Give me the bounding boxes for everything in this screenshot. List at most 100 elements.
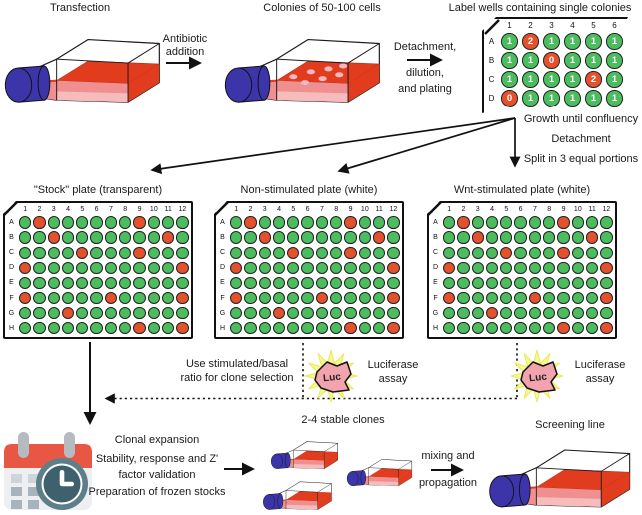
well-cell xyxy=(485,321,499,336)
well-cell xyxy=(542,275,556,290)
well-E1 xyxy=(230,276,243,290)
well-cell xyxy=(571,321,585,336)
well-H7 xyxy=(104,322,118,335)
well-cell: 1 xyxy=(541,89,562,108)
well-cell xyxy=(329,215,343,230)
well-cell xyxy=(471,245,485,260)
wnt-stimulated-plate-title: Wnt-stimulated plate (white) xyxy=(453,184,591,196)
well-A9 xyxy=(133,216,146,229)
well-C3 xyxy=(471,246,484,259)
well-E1 xyxy=(443,276,456,290)
well-F4 xyxy=(485,291,499,305)
split-step-line3: Split in 3 equal portions xyxy=(523,153,639,165)
well-F1 xyxy=(443,291,456,305)
well-cell xyxy=(175,290,189,305)
label-wells-title: Label wells containing single colonies xyxy=(448,2,632,14)
well-cell xyxy=(528,215,542,230)
well-F6 xyxy=(301,291,314,305)
well-cell: 1 xyxy=(499,51,520,70)
well-cell xyxy=(300,260,314,275)
well-C4 xyxy=(272,246,286,259)
well-C11 xyxy=(585,246,599,259)
well-B12 xyxy=(176,231,189,244)
well-A5: 1 xyxy=(585,33,602,50)
well-cell xyxy=(175,215,189,230)
well-cell xyxy=(456,260,470,275)
well-D1 xyxy=(443,261,456,274)
well-D1 xyxy=(19,261,32,274)
well-cell xyxy=(358,245,372,260)
well-A10 xyxy=(571,216,584,229)
well-A1: 1 xyxy=(501,33,518,50)
column-header: 2 xyxy=(528,21,533,30)
well-D8 xyxy=(330,261,343,274)
transfection-flask-icon xyxy=(4,38,161,104)
well-cell xyxy=(542,215,556,230)
well-A7 xyxy=(528,216,542,229)
well-F3 xyxy=(258,291,271,305)
well-D2: 1 xyxy=(522,90,539,107)
well-E2 xyxy=(244,276,257,290)
well-cell xyxy=(229,321,243,336)
well-cell xyxy=(358,275,372,290)
well-A6 xyxy=(90,216,103,229)
screening-line-title: Screening line xyxy=(535,419,605,431)
well-G9 xyxy=(557,306,570,320)
well-cell xyxy=(499,306,513,321)
well-cell xyxy=(386,215,400,230)
well-cell xyxy=(47,275,61,290)
well-cell xyxy=(315,245,329,260)
well-B5 xyxy=(76,231,89,244)
well-D12 xyxy=(600,261,613,274)
well-B12 xyxy=(387,231,400,244)
well-cell xyxy=(372,230,386,245)
well-cell xyxy=(286,306,300,321)
row-header: H xyxy=(432,324,439,332)
row-header: A xyxy=(9,219,14,227)
well-E11 xyxy=(372,276,386,290)
well-E10 xyxy=(147,276,160,290)
well-C1 xyxy=(443,246,456,259)
luciferase-caption-2-line1: Luciferase xyxy=(574,359,626,371)
well-cell xyxy=(499,245,513,260)
well-cell xyxy=(485,260,499,275)
well-G12 xyxy=(387,306,400,320)
well-C5 xyxy=(500,246,513,259)
plate-corner xyxy=(5,203,18,215)
well-cell xyxy=(258,321,272,336)
well-E3 xyxy=(471,276,484,290)
well-cell xyxy=(585,275,599,290)
luciferase-icon xyxy=(510,350,564,402)
well-cell xyxy=(471,306,485,321)
well-cell xyxy=(556,306,570,321)
well-cell xyxy=(456,290,470,305)
well-cell xyxy=(89,260,103,275)
well-cell xyxy=(89,321,103,336)
well-cell xyxy=(585,230,599,245)
well-C3: 1 xyxy=(543,71,560,88)
well-cell xyxy=(599,275,613,290)
well-cell xyxy=(272,245,286,260)
well-cell xyxy=(104,306,118,321)
well-G2 xyxy=(33,306,46,320)
well-H3 xyxy=(258,322,271,335)
well-G5 xyxy=(500,306,513,320)
well-D3 xyxy=(471,261,484,274)
well-cell xyxy=(75,306,89,321)
well-B1 xyxy=(230,231,243,244)
well-cell xyxy=(442,290,456,305)
well-cell xyxy=(528,230,542,245)
well-D2 xyxy=(244,261,257,274)
well-E12 xyxy=(387,276,400,290)
well-G7 xyxy=(315,306,329,320)
well-cell xyxy=(32,245,46,260)
column-header: 5 xyxy=(504,205,509,213)
column-header: 11 xyxy=(164,205,172,213)
well-cell xyxy=(61,290,75,305)
row-header: B xyxy=(433,234,438,242)
well-cell xyxy=(18,260,32,275)
well-F7 xyxy=(104,291,118,305)
well-A12 xyxy=(387,216,400,229)
